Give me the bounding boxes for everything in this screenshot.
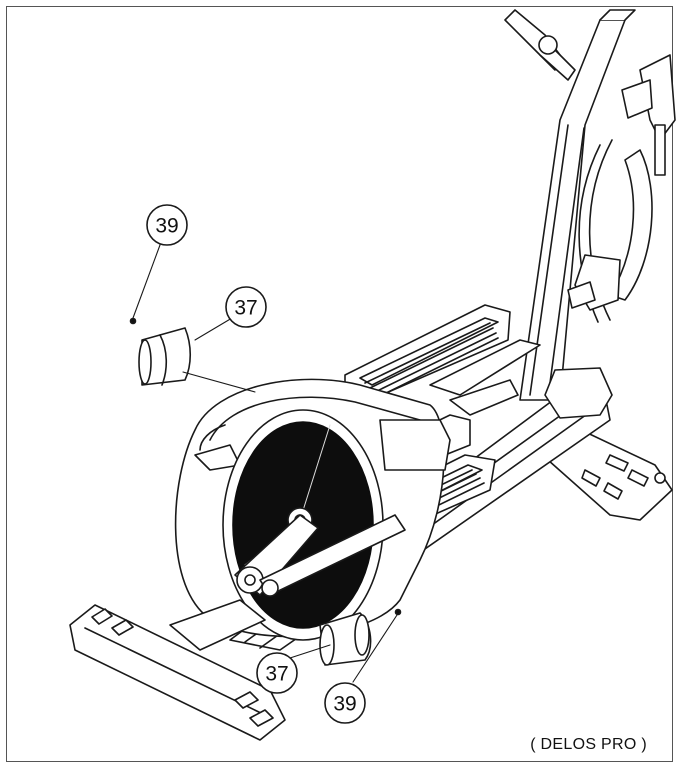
callout-37-top	[225, 286, 267, 328]
upright-mast	[519, 9, 636, 401]
pedal-arm-right-bracket	[567, 254, 621, 311]
left-handlebar	[504, 9, 576, 81]
callout-37-bottom	[256, 652, 298, 694]
front-stabilizer	[69, 599, 286, 741]
end-cap-bottom	[319, 612, 372, 666]
callout-39-bottom	[324, 682, 366, 724]
right-handlebar	[578, 54, 676, 323]
screw-bottom	[394, 608, 402, 616]
callout-37-bottom-label: 37	[265, 663, 288, 686]
callout-39-bottom-label: 39	[333, 693, 356, 716]
callout-37-top-label: 37	[234, 297, 257, 320]
callout-39-top	[146, 204, 188, 246]
pedal-upper	[344, 304, 541, 416]
crank-arm	[234, 514, 406, 597]
model-label: ( DELOS PRO )	[530, 736, 647, 753]
callout-39-top-label: 39	[155, 215, 178, 238]
end-cap-top	[138, 327, 192, 386]
screw-top	[129, 317, 137, 325]
leader-lines	[132, 244, 398, 683]
